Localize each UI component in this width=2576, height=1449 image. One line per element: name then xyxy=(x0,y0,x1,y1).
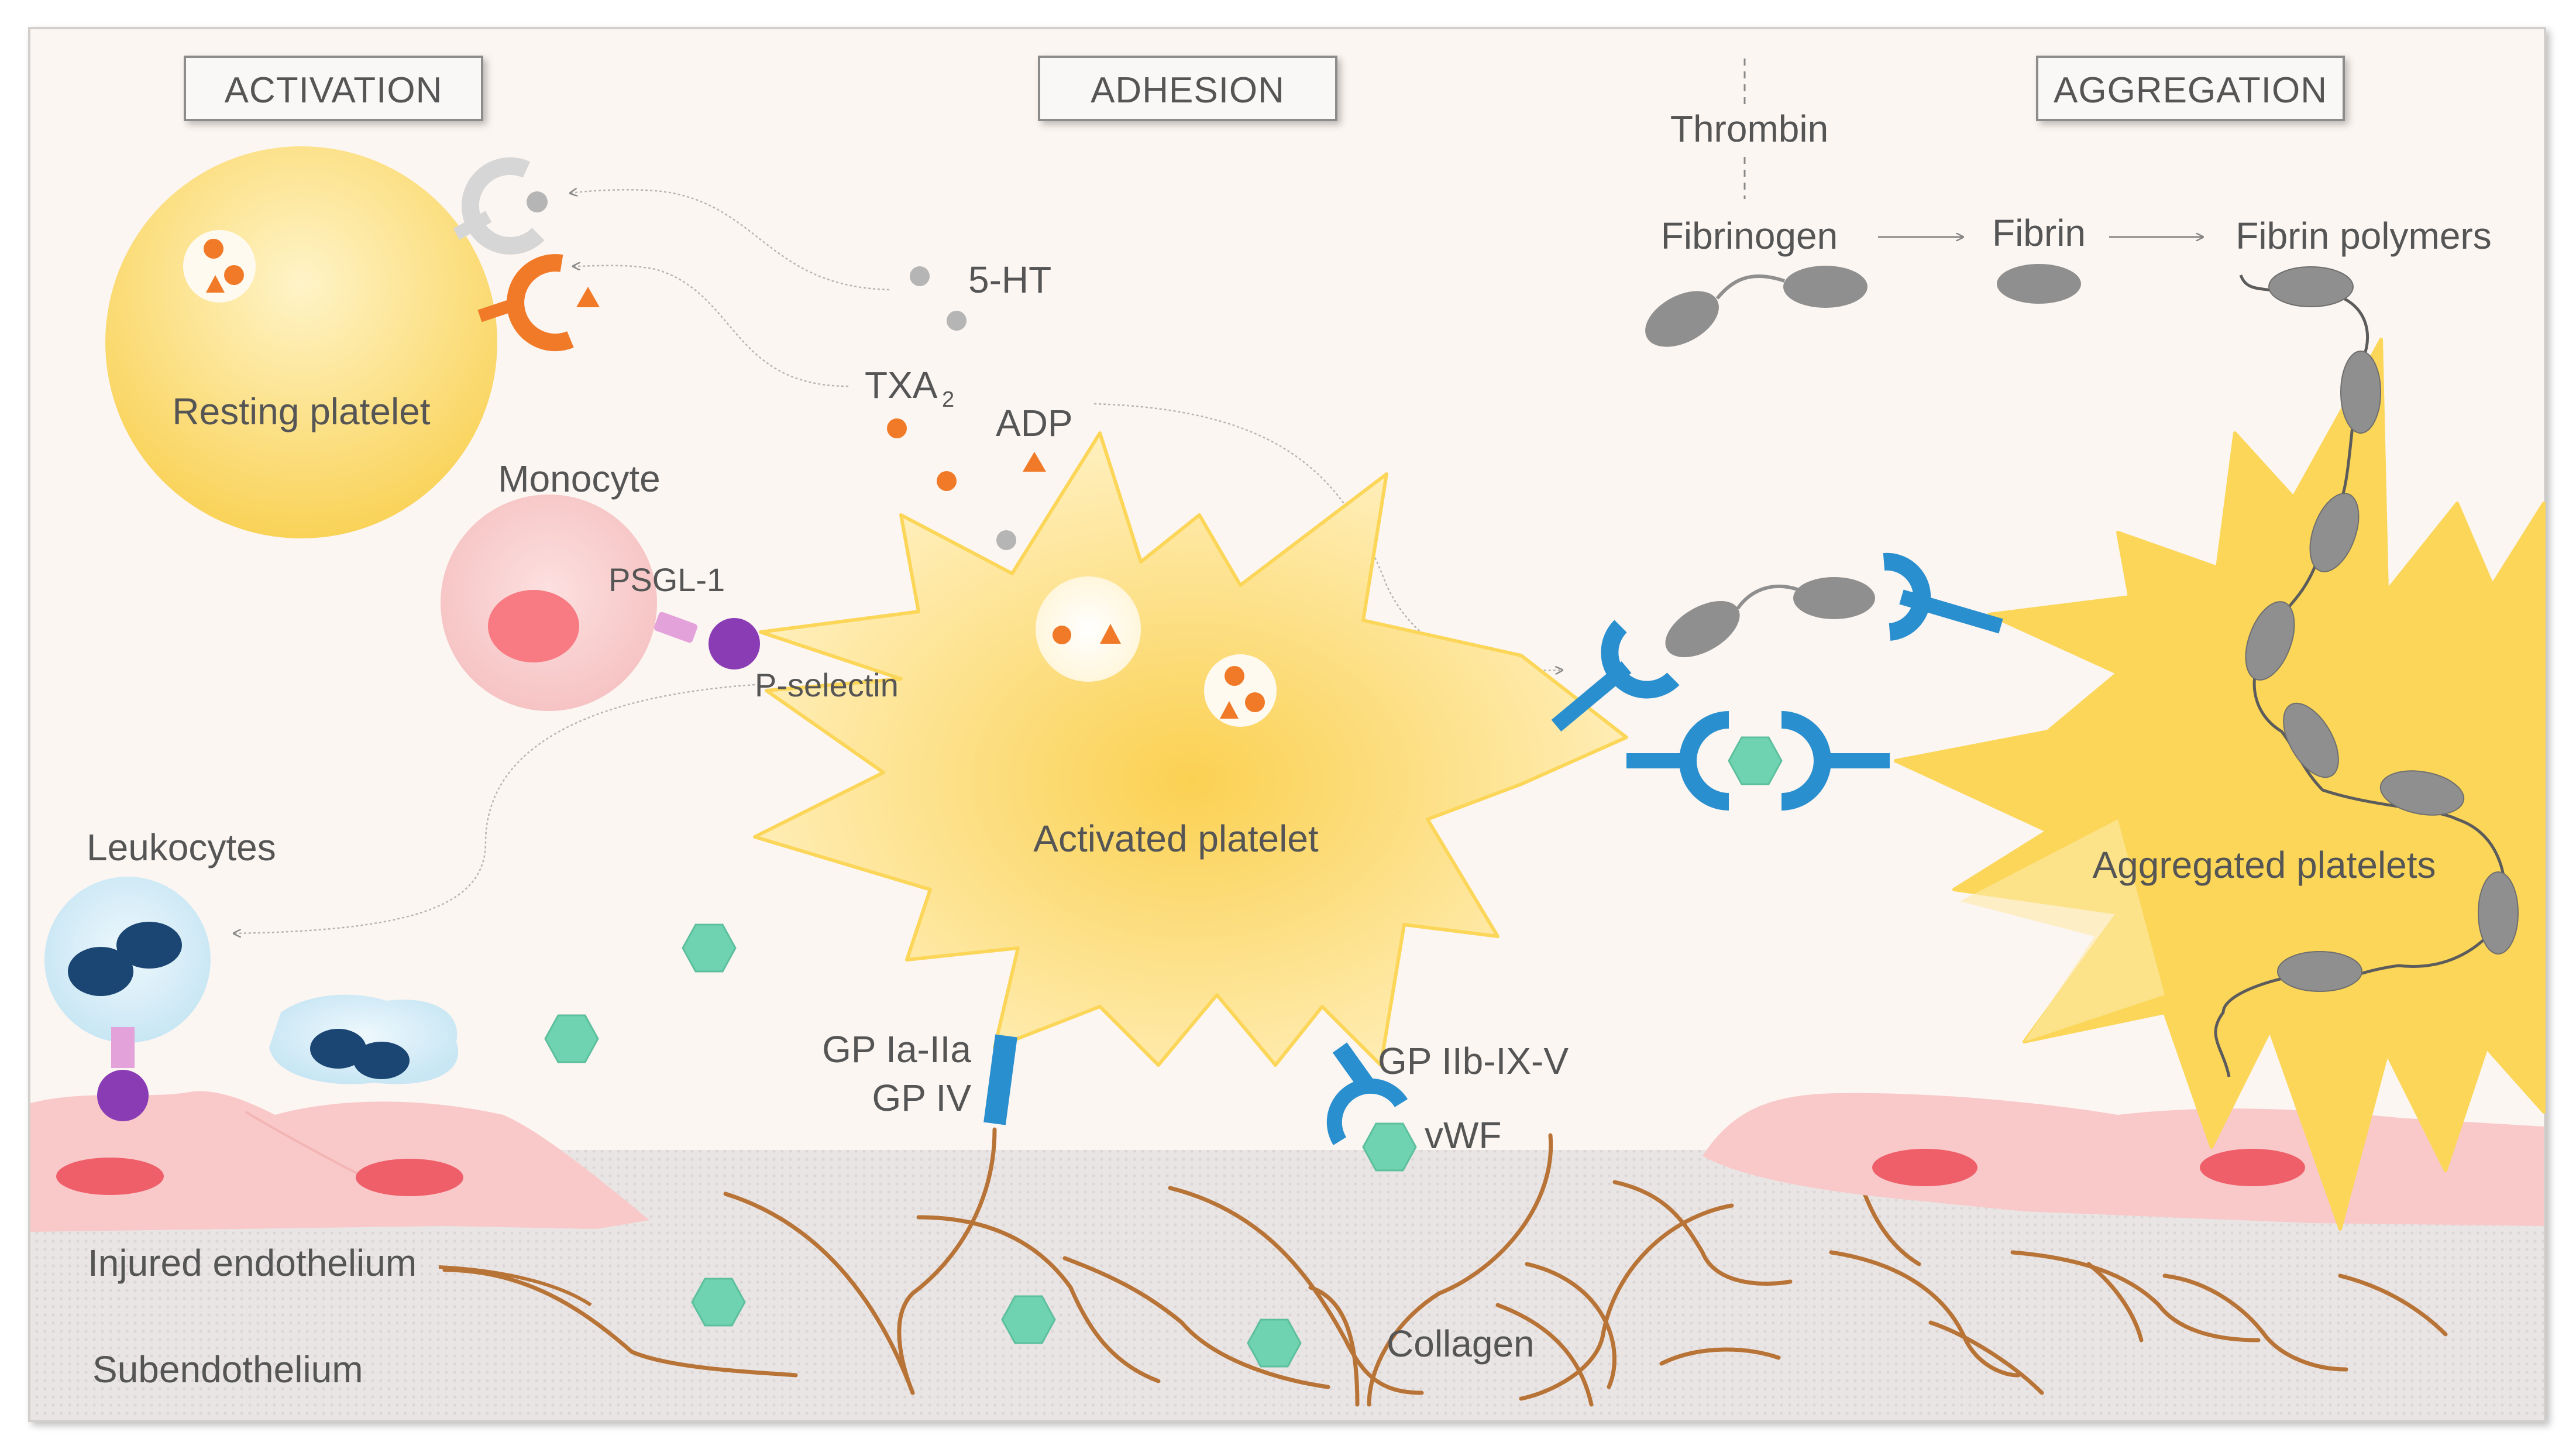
fibrin-cascade: Thrombin Fibrinogen Fibrin Fibrin polyme… xyxy=(1645,59,2492,347)
hexagon-vwf-icon xyxy=(1001,1295,1056,1344)
monocyte: Monocyte PSGL-1 P-selectin xyxy=(441,458,899,711)
hexagon-vwf-icon xyxy=(544,1014,599,1063)
endothelium-nucleus xyxy=(1872,1149,1977,1186)
svg-text:GP Ia-IIa: GP Ia-IIa xyxy=(822,1028,971,1070)
adp-receptor-icon xyxy=(477,254,600,352)
collagen-fibers xyxy=(442,1127,2448,1407)
svg-text:vWF: vWF xyxy=(1425,1114,1502,1156)
header-activation: ACTIVATION xyxy=(184,56,483,121)
svg-text:Fibrin: Fibrin xyxy=(1992,212,2086,254)
gp-iib-ix-v-receptor: GP IIb-IX-V vWF xyxy=(1326,1040,1569,1172)
svg-text:TXA: TXA xyxy=(865,364,938,406)
svg-text:ADHESION: ADHESION xyxy=(1091,70,1285,111)
fibrinogen-molecule xyxy=(1645,266,1867,347)
p-selectin-icon xyxy=(97,1070,149,1121)
svg-text:Fibrin polymers: Fibrin polymers xyxy=(2235,215,2491,257)
leukocytes: Leukocytes xyxy=(44,826,459,1121)
header-aggregation: AGGREGATION xyxy=(2036,56,2345,121)
svg-text:GP IV: GP IV xyxy=(872,1077,971,1119)
collagen-label: Collagen xyxy=(1387,1323,1535,1365)
svg-text:Resting platelet: Resting platelet xyxy=(172,390,430,432)
secretory-vesicle xyxy=(1036,576,1141,682)
injured-endothelium-label: Injured endothelium xyxy=(88,1242,417,1284)
svg-text:PSGL-1: PSGL-1 xyxy=(608,561,725,598)
hexagon-vwf-icon xyxy=(1362,1122,1417,1172)
endothelium-nucleus xyxy=(56,1158,164,1195)
svg-text:Leukocytes: Leukocytes xyxy=(87,826,276,868)
receptor-icon xyxy=(1883,552,1931,641)
endothelium-cells-left xyxy=(30,1091,649,1232)
mediator-guide-lines xyxy=(234,190,1562,933)
fibrin-polymer-chain xyxy=(2214,266,2519,1077)
hexagon-vwf-icon xyxy=(1247,1318,1302,1368)
svg-text:ADP: ADP xyxy=(996,402,1073,444)
fibrin-molecule xyxy=(1997,264,2081,304)
svg-text:Thrombin: Thrombin xyxy=(1670,108,1828,150)
granule-icon xyxy=(1204,654,1277,727)
resting-platelet: Resting platelet xyxy=(105,146,600,538)
svg-text:Aggregated platelets: Aggregated platelets xyxy=(2092,844,2436,886)
svg-text:P-selectin: P-selectin xyxy=(755,667,899,703)
svg-text:Activated platelet: Activated platelet xyxy=(1033,818,1319,860)
svg-text:AGGREGATION: AGGREGATION xyxy=(2054,70,2327,111)
svg-text:ACTIVATION: ACTIVATION xyxy=(225,70,443,111)
gpiib-iiia-bridges xyxy=(1551,552,2003,811)
endothelium-nucleus xyxy=(2200,1149,2305,1186)
hexagon-vwf-icon xyxy=(691,1278,746,1327)
vwf-hexagons xyxy=(544,923,1302,1368)
serotonin-receptor-icon xyxy=(453,157,548,255)
svg-text:GP IIb-IX-V: GP IIb-IX-V xyxy=(1378,1040,1569,1082)
subendothelium-label: Subendothelium xyxy=(92,1348,363,1390)
svg-text:Fibrinogen: Fibrinogen xyxy=(1661,215,1838,257)
hexagon-vwf-icon xyxy=(1728,736,1783,785)
receptor-icon xyxy=(1679,711,1729,811)
svg-text:Monocyte: Monocyte xyxy=(498,458,660,500)
svg-text:2: 2 xyxy=(942,387,954,412)
gp-ia-iia-receptor: GP Ia-IIa GP IV xyxy=(822,1028,1017,1125)
svg-text:5-HT: 5-HT xyxy=(968,259,1051,301)
psgl1-icon xyxy=(111,1027,135,1068)
hexagon-vwf-icon xyxy=(682,923,737,973)
aggregated-platelets: Aggregated platelets xyxy=(1894,338,2546,1231)
header-adhesion: ADHESION xyxy=(1038,56,1337,121)
psgl1-icon xyxy=(654,612,698,643)
endothelium-nucleus xyxy=(356,1159,463,1196)
p-selectin-icon xyxy=(709,618,760,669)
activated-platelet: Activated platelet xyxy=(753,431,1628,1067)
granule-icon xyxy=(183,230,256,303)
receptor-icon xyxy=(1601,620,1680,699)
